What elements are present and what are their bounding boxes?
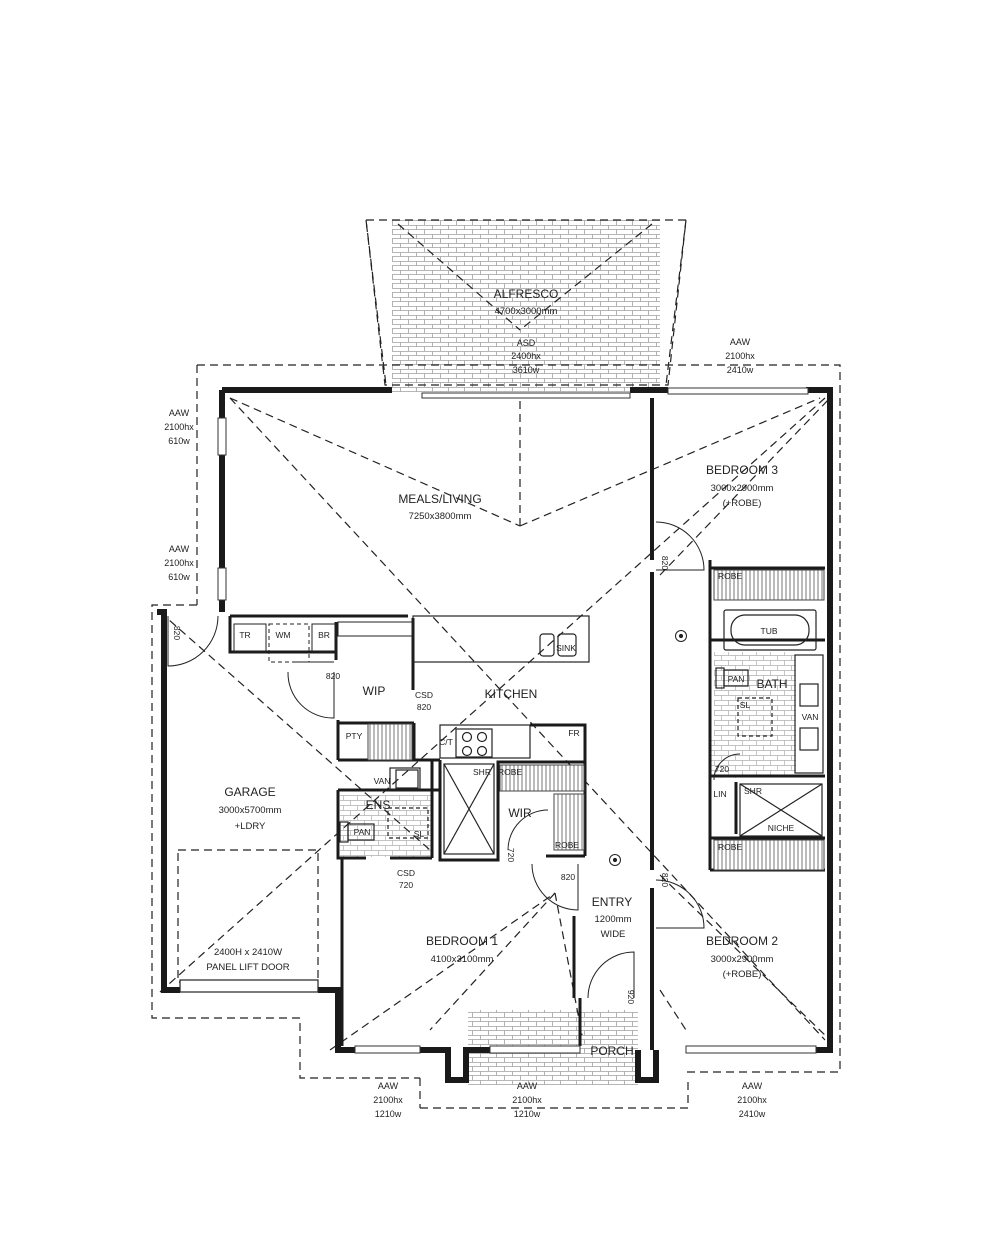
pty-label: PTY [346, 731, 363, 741]
alfresco-name: ALFRESCO [494, 287, 559, 301]
aaw-b2-line1: AAW [742, 1081, 763, 1091]
sink-label: SINK [556, 643, 576, 653]
aaw-b2-line2: 2100hx [737, 1095, 767, 1105]
asd-line3: 3610w [513, 365, 540, 375]
garage-size: 3000x5700mm [219, 805, 282, 816]
van-bath-label: VAN [802, 712, 819, 722]
ens-name: ENS [366, 798, 391, 812]
roof-outline [151, 219, 841, 1109]
bedroom2-name: BEDROOM 2 [706, 934, 778, 948]
bedroom1-size: 4100x3100mm [431, 954, 494, 965]
wip-name: WIP [363, 684, 386, 698]
kitchen-island [412, 615, 590, 759]
entry-name: ENTRY [592, 895, 632, 909]
garage-door-labels: 2400H x 2410W PANEL LIFT DOOR [206, 947, 289, 973]
csd-ens: CSD [397, 868, 415, 878]
bedroom2-size: 3000x2900mm [711, 954, 774, 965]
dim-820-b2: 820 [660, 873, 670, 887]
alfresco-size: 4700x3000mm [495, 306, 558, 317]
windows [217, 387, 817, 1054]
bath-name: BATH [756, 677, 787, 691]
entry-size: 1200mm [595, 914, 632, 925]
csd-wip-w: 820 [417, 702, 431, 712]
robe-b3-label: ROBE [718, 571, 742, 581]
fr-label: FR [568, 728, 579, 738]
aaw-living-top-line3: 610w [168, 436, 190, 446]
aaw-porch-line2: 2100hx [512, 1095, 542, 1105]
dim-820-b3: 820 [660, 556, 670, 570]
dim-720-bath: 720 [715, 764, 729, 774]
shr-ens-label: SHR [473, 767, 491, 777]
tub-label: TUB [761, 626, 778, 636]
kitchen-name: KITCHEN [485, 687, 538, 701]
meals-living-size: 7250x3800mm [409, 511, 472, 522]
garage-door [179, 979, 319, 993]
robe-b2-label: ROBE [718, 842, 742, 852]
aaw-porch-line3: 1210w [514, 1109, 541, 1119]
aaw-living-top-line2: 2100hx [164, 422, 194, 432]
bedroom2-note: (+ROBE) [723, 969, 762, 980]
br-label: BR [318, 630, 330, 640]
porch-name: PORCH [590, 1044, 633, 1058]
sl-bath-label: SL [740, 700, 751, 710]
fixture-labels: TUB PAN PAN VAN VAN SL SL SHR SHR NICHE … [239, 571, 818, 852]
garage-door-size: 2400H x 2410W [214, 947, 282, 958]
pan-ens-label: PAN [354, 827, 371, 837]
window-labels: ASD 2400hx 3610w AAW 2100hx 2410w AAW 21… [164, 337, 767, 1119]
sl-ens-label: SL [414, 829, 425, 839]
csd-wip: CSD [415, 690, 433, 700]
robe-wir-side-label: ROBE [555, 840, 579, 850]
door-swings [167, 521, 741, 999]
dim-820-laundry: 820 [326, 671, 340, 681]
pan-bath-label: PAN [728, 674, 745, 684]
aaw-living-bottom-line1: AAW [169, 544, 190, 554]
bedroom3-size: 3000x2900mm [711, 483, 774, 494]
lin-label: LIN [713, 789, 726, 799]
tr-label: TR [239, 630, 250, 640]
garage-name: GARAGE [224, 785, 275, 799]
wir-name: WIR [508, 806, 532, 820]
aaw-b3-line3: 2410w [727, 365, 754, 375]
bedroom3-name: BEDROOM 3 [706, 463, 778, 477]
meals-living-name: MEALS/LIVING [398, 492, 481, 506]
entry-note: WIDE [601, 929, 626, 940]
ens-fixtures [339, 763, 495, 855]
bath-fixtures [715, 609, 824, 837]
niche-label: NICHE [768, 823, 795, 833]
csd-ens-w: 720 [399, 880, 413, 890]
aaw-b3-line1: AAW [730, 337, 751, 347]
dim-720-wir: 720 [506, 848, 516, 862]
robes [367, 569, 825, 871]
dim-820-garage: 820 [172, 626, 182, 640]
dim-820-bed1: 820 [561, 872, 575, 882]
aaw-b3-line2: 2100hx [725, 351, 755, 361]
aaw-b2-line3: 2410w [739, 1109, 766, 1119]
door-dimension-labels: 820 CSD 820 CSD 720 820 720 720 820 820 … [172, 556, 729, 1004]
aaw-bed1-line1: AAW [378, 1081, 399, 1091]
asd-line2: 2400hx [511, 351, 541, 361]
aaw-porch-line1: AAW [517, 1081, 538, 1091]
aaw-living-bottom-line2: 2100hx [164, 558, 194, 568]
asd-line1: ASD [517, 338, 536, 348]
aaw-living-top-line1: AAW [169, 408, 190, 418]
aaw-living-bottom-line3: 610w [168, 572, 190, 582]
garage-door-type: PANEL LIFT DOOR [206, 962, 289, 973]
laundry-fixtures [233, 621, 413, 663]
aaw-bed1-line2: 2100hx [373, 1095, 403, 1105]
dim-920-entry: 920 [626, 990, 636, 1004]
ct-label: C/T [439, 737, 453, 747]
room-labels: ALFRESCO 4700x3000mm MEALS/LIVING 7250x3… [219, 287, 788, 1058]
alfresco-paving [392, 220, 660, 392]
aaw-bed1-line3: 1210w [375, 1109, 402, 1119]
bedroom1-name: BEDROOM 1 [426, 934, 498, 948]
wm-label: WM [275, 630, 290, 640]
garage-note: +LDRY [235, 821, 266, 832]
bedroom3-note: (+ROBE) [723, 498, 762, 509]
van-ens-label: VAN [374, 776, 391, 786]
robe-wir-top-label: ROBE [498, 767, 522, 777]
shr-bath-label: SHR [744, 786, 762, 796]
wet-area-tiling [340, 652, 796, 857]
